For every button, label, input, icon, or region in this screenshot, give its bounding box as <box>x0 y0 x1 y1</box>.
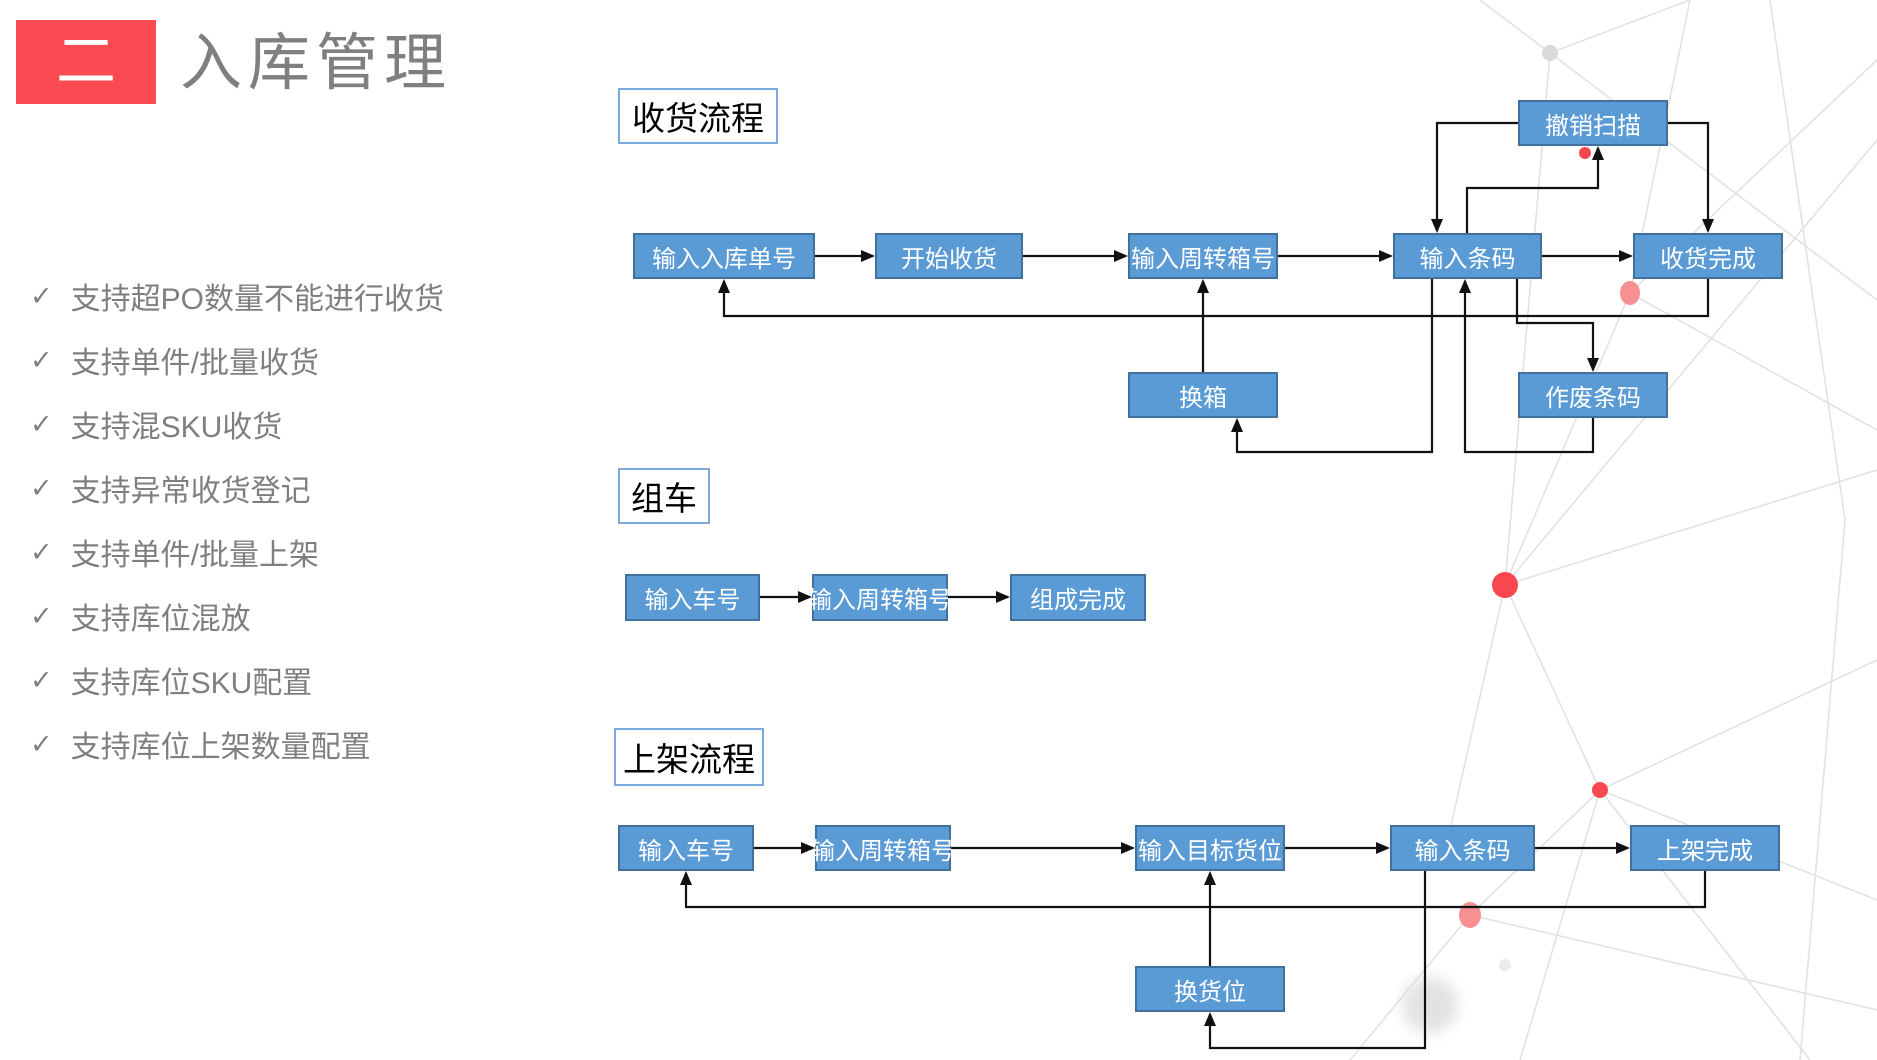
node-cart-enter-cart: 输入车号 <box>625 574 760 621</box>
mesh-node-dots <box>1402 45 1640 1033</box>
feature-text: 支持库位SKU配置 <box>70 667 313 700</box>
node-start-receiving: 开始收货 <box>875 233 1023 279</box>
feature-item: ✓ 支持单件/批量上架 <box>30 520 444 584</box>
node-cart-enter-tote: 输入周转箱号 <box>808 574 952 621</box>
check-icon: ✓ <box>30 536 53 567</box>
node-void-barcode: 作废条码 <box>1518 372 1668 418</box>
check-icon: ✓ <box>30 472 53 503</box>
check-icon: ✓ <box>30 600 53 631</box>
node-enter-order: 输入入库单号 <box>633 233 815 279</box>
page-title: 入库管理 <box>180 29 453 98</box>
check-icon: ✓ <box>30 344 53 375</box>
pink-dot <box>1459 902 1481 928</box>
feature-text: 支持库位混放 <box>70 603 251 636</box>
feature-item: ✓ 支持混SKU收货 <box>30 392 444 456</box>
section-number-badge: 二 <box>16 20 156 104</box>
node-receiving-complete: 收货完成 <box>1633 233 1783 279</box>
feature-text: 支持混SKU收货 <box>70 411 283 444</box>
node-enter-tote: 输入周转箱号 <box>1128 233 1278 279</box>
feature-item: ✓ 支持库位上架数量配置 <box>30 712 444 776</box>
node-enter-location: 输入目标货位 <box>1135 825 1285 871</box>
node-shelf-enter-cart: 输入车号 <box>618 825 754 871</box>
feature-text: 支持单件/批量收货 <box>70 347 319 380</box>
node-shelf-enter-tote: 输入周转箱号 <box>811 825 955 871</box>
receiving-flow-label: 收货流程 <box>618 88 778 144</box>
check-icon: ✓ <box>30 728 53 759</box>
feature-text: 支持单件/批量上架 <box>70 539 319 572</box>
node-undo-scan: 撤销扫描 <box>1518 100 1668 146</box>
node-enter-barcode: 输入条码 <box>1393 233 1542 279</box>
node-shelving-complete: 上架完成 <box>1630 825 1780 871</box>
feature-item: ✓ 支持超PO数量不能进行收货 <box>30 264 444 328</box>
mesh-lines <box>1349 0 1877 1060</box>
check-icon: ✓ <box>30 664 53 695</box>
node-cart-complete: 组成完成 <box>1010 574 1146 621</box>
gray-dot <box>1542 45 1558 61</box>
feature-item: ✓ 支持库位SKU配置 <box>30 648 444 712</box>
feature-text: 支持异常收货登记 <box>70 475 311 508</box>
feature-text: 支持超PO数量不能进行收货 <box>70 283 444 316</box>
feature-list: ✓ 支持超PO数量不能进行收货 ✓ 支持单件/批量收货 ✓ 支持混SKU收货 ✓ 支持异… <box>30 264 444 776</box>
node-change-location: 换货位 <box>1135 966 1285 1012</box>
check-icon: ✓ <box>30 280 53 311</box>
node-shelf-enter-barcode: 输入条码 <box>1390 825 1535 871</box>
red-dot <box>1592 782 1608 798</box>
gray-blur-blob <box>1402 977 1458 1033</box>
node-change-tote: 换箱 <box>1128 372 1278 418</box>
red-dot-large <box>1492 572 1518 598</box>
feature-item: ✓ 支持单件/批量收货 <box>30 328 444 392</box>
check-icon: ✓ <box>30 408 53 439</box>
pink-dot <box>1620 281 1640 305</box>
feature-item: ✓ 支持异常收货登记 <box>30 456 444 520</box>
feature-item: ✓ 支持库位混放 <box>30 584 444 648</box>
shelving-flow-label: 上架流程 <box>614 728 764 786</box>
cart-flow-label: 组车 <box>618 468 710 524</box>
red-dot <box>1579 147 1591 159</box>
gray-dot-small <box>1499 959 1511 971</box>
feature-text: 支持库位上架数量配置 <box>70 731 371 764</box>
